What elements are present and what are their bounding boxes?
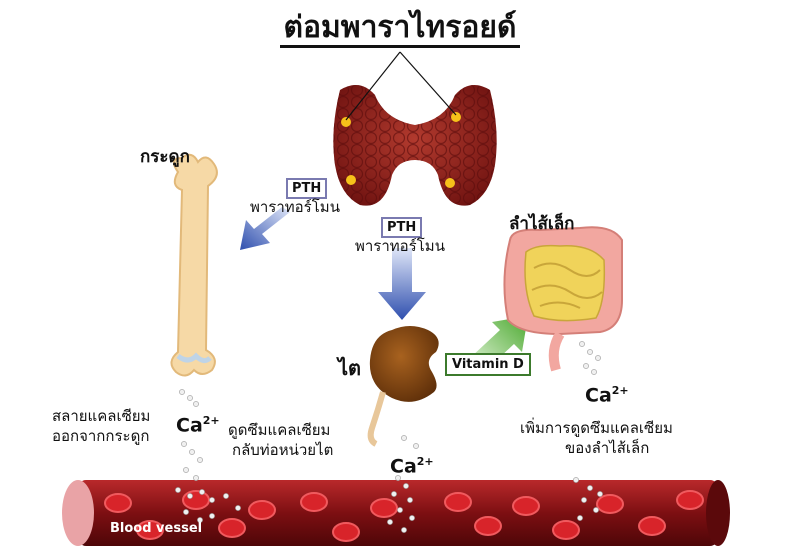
blood-cell xyxy=(370,498,398,518)
calcium-dot xyxy=(391,491,397,497)
calcium-dot xyxy=(403,483,409,489)
calcium-dot xyxy=(413,443,419,449)
blood-cell xyxy=(218,518,246,538)
calcium-dot xyxy=(597,491,603,497)
calcium-dot xyxy=(193,475,199,481)
parathyroid-spot xyxy=(445,178,455,188)
bone-release-text-2: ออกจากกระดูก xyxy=(52,427,150,445)
thyroid-gland xyxy=(333,51,497,206)
calcium-ion-label-intestine: Ca2+ xyxy=(585,384,629,407)
pth-badge-center: PTH xyxy=(381,217,423,238)
parathyroid-spot xyxy=(451,112,461,122)
kidney-label: ไต xyxy=(338,356,362,380)
blood-cell xyxy=(638,516,666,536)
blood-cell xyxy=(512,496,540,516)
blood-cell xyxy=(444,492,472,512)
intestine-illustration xyxy=(503,226,623,372)
calcium-dot xyxy=(573,477,579,483)
calcium-dot xyxy=(401,527,407,533)
bone-label: กระดูก xyxy=(140,147,190,167)
calcium-dot xyxy=(407,497,413,503)
pointer-line xyxy=(345,51,401,121)
blood-cell xyxy=(104,493,132,513)
calcium-dot xyxy=(387,519,393,525)
pth-text-center: พาราทอร์โมน xyxy=(355,237,445,255)
blood-cell xyxy=(300,492,328,512)
bone-release-text-1: สลายแคลเซียม xyxy=(52,407,151,425)
bone-illustration xyxy=(170,153,218,377)
blood-cell xyxy=(552,520,580,540)
calcium-dot xyxy=(587,349,593,355)
blood-cells xyxy=(104,490,704,542)
calcium-dot xyxy=(395,475,401,481)
calcium-ion-label-bone: Ca2+ xyxy=(176,414,220,437)
calcium-dot xyxy=(209,513,215,519)
arrow-pth-to-bone xyxy=(240,207,290,250)
parathyroid-spot xyxy=(341,117,351,127)
calcium-dot xyxy=(591,369,597,375)
calcium-dot xyxy=(595,355,601,361)
pth-text-left: พาราทอร์โมน xyxy=(250,198,340,216)
calcium-dot xyxy=(397,507,403,513)
calcium-dot xyxy=(197,457,203,463)
pointer-line xyxy=(399,51,457,116)
calcium-dot xyxy=(235,505,241,511)
blood-cell xyxy=(182,490,210,510)
parathyroid-spot xyxy=(346,175,356,185)
blood-cell xyxy=(676,490,704,510)
intestine-label: ลำไส้เล็ก xyxy=(509,214,575,234)
calcium-dot xyxy=(187,395,193,401)
pth-badge-left: PTH xyxy=(286,178,328,199)
arrow-pth-to-kidney xyxy=(378,248,426,320)
calcium-dot xyxy=(197,517,203,523)
calcium-ion-label-kidney: Ca2+ xyxy=(390,455,434,478)
calcium-dot xyxy=(409,515,415,521)
calcium-dot xyxy=(579,341,585,347)
blood-cell xyxy=(474,516,502,536)
calcium-dot xyxy=(209,497,215,503)
kidney-illustration xyxy=(367,326,439,447)
calcium-dot xyxy=(581,497,587,503)
diagram-title: ต่อมพาราไทรอยด์ xyxy=(0,4,800,51)
calcium-dot xyxy=(187,493,193,499)
blood-cell xyxy=(136,520,164,540)
blood-vessel-label: Blood vessel xyxy=(110,521,203,536)
blood-cell xyxy=(248,500,276,520)
calcium-particles xyxy=(175,341,603,533)
calcium-dot xyxy=(223,493,229,499)
vitamin-d-badge: Vitamin D xyxy=(445,353,531,376)
blood-cell xyxy=(596,494,624,514)
calcium-dot xyxy=(183,509,189,515)
calcium-dot xyxy=(189,449,195,455)
blood-cell xyxy=(332,522,360,542)
calcium-dot xyxy=(583,363,589,369)
calcium-dot xyxy=(181,441,187,447)
intestine-absorb-text-2: ของลำไส้เล็ก xyxy=(565,439,650,457)
calcium-dot xyxy=(193,401,199,407)
calcium-dot xyxy=(179,389,185,395)
calcium-dot xyxy=(593,507,599,513)
calcium-dot xyxy=(183,467,189,473)
calcium-dot xyxy=(577,515,583,521)
calcium-dot xyxy=(587,485,593,491)
calcium-dot xyxy=(175,487,181,493)
calcium-dot xyxy=(199,489,205,495)
intestine-absorb-text-1: เพิ่มการดูดซึมแคลเซียม xyxy=(520,419,673,437)
kidney-reabsorb-text-2: กลับท่อหน่วยไต xyxy=(232,441,334,459)
calcium-dot xyxy=(401,435,407,441)
kidney-reabsorb-text-1: ดูดซึมแคลเซียม xyxy=(228,421,331,439)
